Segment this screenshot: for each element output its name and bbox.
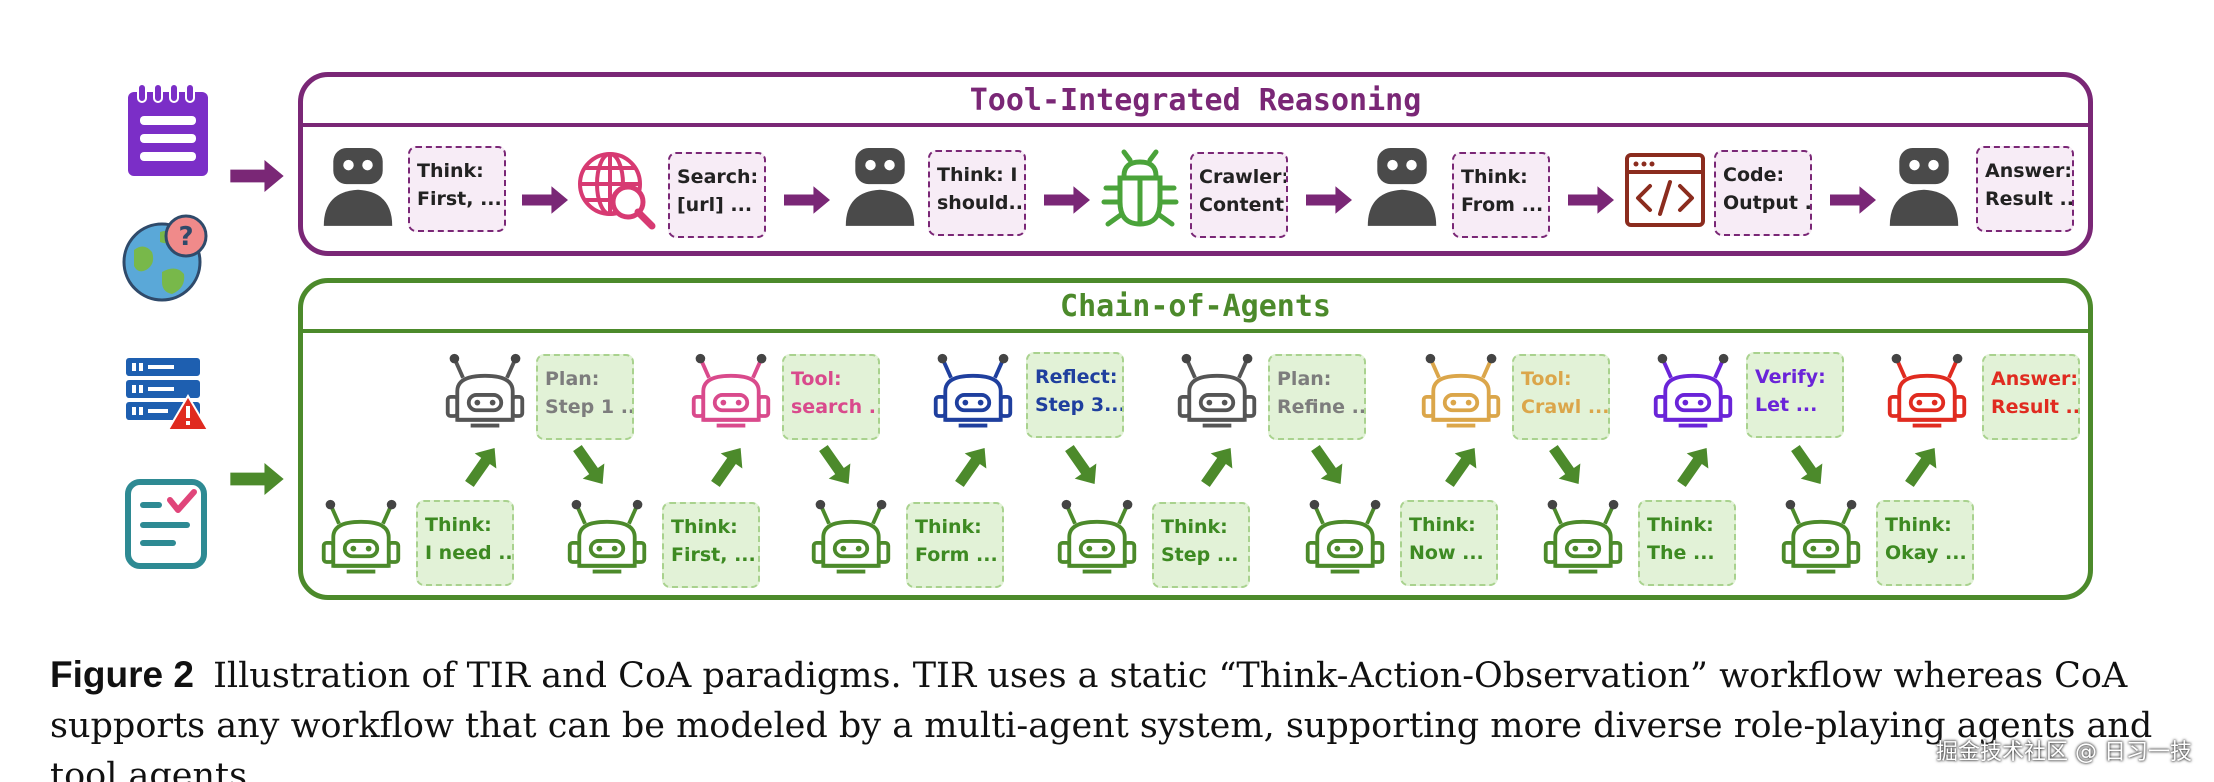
tir-bubble: Code:Output ... (1714, 150, 1812, 236)
robot-icon (1174, 352, 1260, 436)
coa-role-bubble: Answer:Result ... (1982, 354, 2080, 440)
tir-arrow-icon (522, 186, 568, 214)
coa-think-bubble: Think:I need ... (416, 500, 514, 586)
robot-icon (842, 146, 918, 226)
tir-bubble: Answer:Result ... (1976, 146, 2074, 232)
code-window-icon (1625, 153, 1705, 227)
arrow-into-tir-icon (230, 160, 284, 192)
coa-think-bubble: Think:Step ... (1152, 502, 1250, 588)
web-search-icon (578, 152, 656, 230)
tir-arrow-icon (1568, 186, 1614, 214)
coa-panel-title: Chain-of-Agents (303, 283, 2088, 333)
figure-caption: Figure 2 Illustration of TIR and CoA par… (50, 650, 2170, 782)
tir-bubble: Think:From ... (1452, 152, 1550, 238)
coa-arrow-up-icon (1900, 444, 1944, 488)
svg-text:?: ? (178, 222, 193, 252)
coa-arrow-down-icon (1306, 444, 1350, 488)
robot-icon (1778, 498, 1864, 582)
robot-icon (1540, 498, 1626, 582)
coa-role-bubble: Reflect:Step 3... (1026, 352, 1124, 438)
tir-arrow-icon (784, 186, 830, 214)
robot-icon (318, 498, 404, 582)
tir-arrow-icon (1306, 186, 1352, 214)
robot-icon (1884, 352, 1970, 436)
coa-role-bubble: Plan:Step 1 ... (536, 354, 634, 440)
coa-think-bubble: Think:Form ... (906, 502, 1004, 588)
coa-role-bubble: Tool:search ... (782, 354, 880, 440)
robot-icon (1364, 146, 1440, 226)
tir-bubble: Crawler:Content... (1190, 152, 1288, 238)
coa-think-bubble: Think:Okay ... (1876, 500, 1974, 586)
coa-arrow-down-icon (1060, 444, 1104, 488)
tir-bubble: Search:[url] ... (668, 152, 766, 238)
robot-icon (1650, 352, 1736, 436)
robot-icon (930, 352, 1016, 436)
robot-icon (1886, 146, 1962, 226)
watermark: 掘金技术社区 @ 日习一技 (1936, 740, 2192, 765)
figure-caption-text: Illustration of TIR and CoA paradigms. T… (50, 656, 2153, 782)
coa-think-bubble: Think:The ... (1638, 500, 1736, 586)
robot-icon (1418, 352, 1504, 436)
server-warning-icon (126, 358, 208, 431)
coa-role-bubble: Tool:Crawl ... (1512, 354, 1610, 440)
tir-bubble: Think:First, ... (408, 146, 506, 232)
coa-arrow-up-icon (1196, 444, 1240, 488)
coa-think-bubble: Think:Now ... (1400, 500, 1498, 586)
figure-label: Figure 2 (50, 654, 194, 695)
robot-icon (808, 498, 894, 582)
coa-arrow-up-icon (460, 444, 504, 488)
robot-icon (320, 146, 396, 226)
coa-arrow-down-icon (1544, 444, 1588, 488)
tir-panel-title: Tool-Integrated Reasoning (303, 77, 2088, 127)
coa-arrow-up-icon (1672, 444, 1716, 488)
checklist-icon (125, 479, 207, 569)
robot-icon (1054, 498, 1140, 582)
robot-icon (564, 498, 650, 582)
bug-icon (1101, 149, 1179, 227)
robot-icon (1302, 498, 1388, 582)
coa-arrow-up-icon (950, 444, 994, 488)
coa-arrow-down-icon (1786, 444, 1830, 488)
robot-icon (442, 352, 528, 436)
arrow-into-coa-icon (230, 463, 284, 495)
coa-role-bubble: Plan:Refine ... (1268, 354, 1366, 440)
coa-arrow-up-icon (706, 444, 750, 488)
coa-think-bubble: Think:First, ... (662, 502, 760, 588)
coa-arrow-down-icon (814, 444, 858, 488)
globe-question-icon: ? (122, 214, 208, 302)
tir-arrow-icon (1044, 186, 1090, 214)
robot-icon (688, 352, 774, 436)
coa-arrow-down-icon (568, 444, 612, 488)
coa-arrow-up-icon (1440, 444, 1484, 488)
tir-arrow-icon (1830, 186, 1876, 214)
coa-role-bubble: Verify:Let ... (1746, 352, 1844, 438)
notepad-icon (128, 83, 208, 176)
